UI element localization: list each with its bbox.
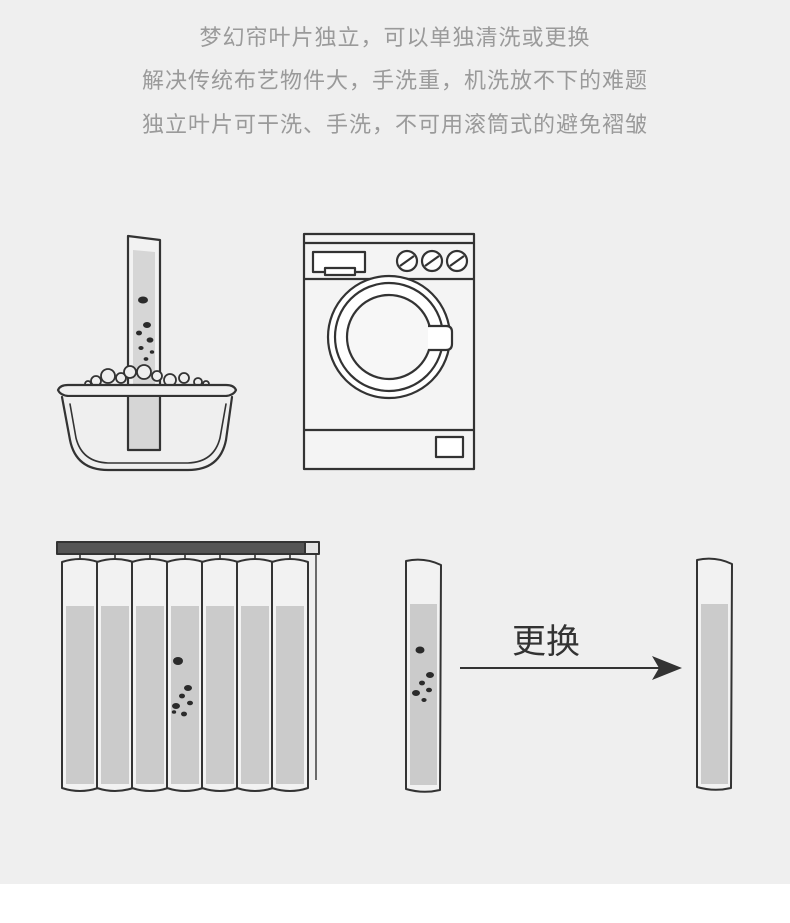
replace-label: 更换 <box>512 622 580 662</box>
bottom-margin <box>0 884 790 923</box>
clean-vane-icon <box>696 557 733 791</box>
washing-machine-icon <box>302 232 476 471</box>
illustration-panel: 梦幻帘叶片独立，可以单独清洗或更换 解决传统布艺物件大，手洗重，机洗放不下的难题… <box>0 0 790 884</box>
stained-vane-icon <box>405 558 442 793</box>
caption-line-2: 解决传统布艺物件大，手洗重，机洗放不下的难题 <box>141 69 648 94</box>
arrow-right-icon <box>460 656 682 680</box>
caption-line-3: 独立叶片可干洗、手洗，不可用滚筒式的避免褶皱 <box>141 113 648 138</box>
hand-wash-basin-icon <box>56 234 238 472</box>
caption-line-1: 梦幻帘叶片独立，可以单独清洗或更换 <box>199 26 591 51</box>
blind-vanes-icon <box>56 541 320 792</box>
illustration-canvas <box>56 232 733 793</box>
